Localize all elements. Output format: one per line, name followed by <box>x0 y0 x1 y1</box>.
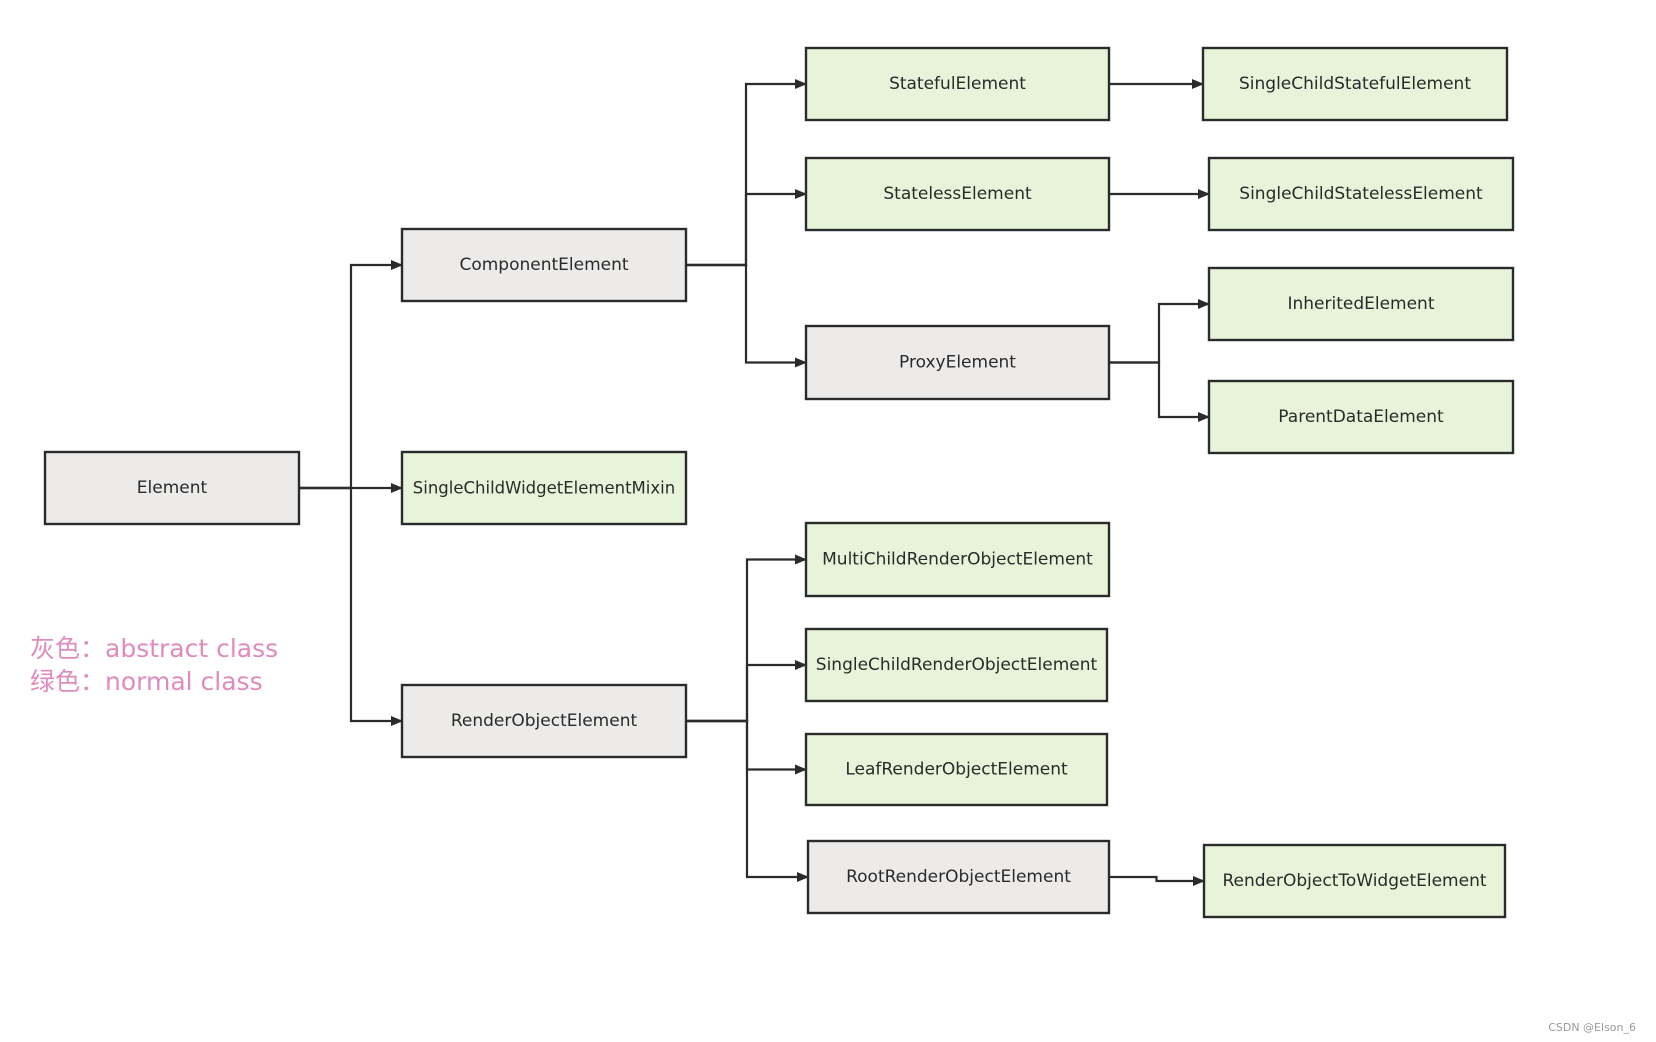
node-label-multichild: MultiChildRenderObjectElement <box>822 550 1093 570</box>
edge-renderobject-to-singlechildro <box>686 660 807 723</box>
node-box-singlechildro <box>804 627 1109 703</box>
node-label-component: ComponentElement <box>459 255 628 275</box>
node-singlechildro: SingleChildRenderObjectElement <box>804 627 1109 703</box>
edge-element-to-renderobject <box>299 486 403 726</box>
edge-proxy-to-parentdata <box>1109 361 1210 422</box>
node-label-inherited: InheritedElement <box>1287 294 1434 314</box>
watermark: CSDN @Elson_6 <box>1548 1021 1636 1034</box>
node-label-parentdata: ParentDataElement <box>1278 407 1444 427</box>
node-box-stateless <box>804 156 1111 232</box>
node-stateful: StatefulElement <box>804 46 1111 122</box>
node-label-singlechildro: SingleChildRenderObjectElement <box>816 655 1098 675</box>
node-box-component <box>400 227 688 303</box>
node-rotowidget: RenderObjectToWidgetElement <box>1202 843 1507 919</box>
node-box-rootro <box>806 839 1111 915</box>
node-label-singlechildstateless: SingleChildStatelessElement <box>1239 184 1483 204</box>
node-box-leafro <box>804 732 1109 807</box>
node-box-proxy <box>804 324 1111 401</box>
edges-layer <box>299 79 1210 886</box>
node-box-stateful <box>804 46 1111 122</box>
node-box-singlechildstateful <box>1201 46 1509 122</box>
node-singlechildstateless: SingleChildStatelessElement <box>1207 156 1515 232</box>
legend: 灰色：abstract class 绿色：normal class <box>30 632 278 698</box>
node-box-inherited <box>1207 266 1515 342</box>
edge-component-to-stateless <box>686 189 807 267</box>
node-label-element: Element <box>137 478 208 498</box>
node-parentdata: ParentDataElement <box>1207 379 1515 455</box>
node-label-singlechildstateful: SingleChildStatefulElement <box>1239 74 1471 94</box>
node-box-rotowidget <box>1202 843 1507 919</box>
node-leafro: LeafRenderObjectElement <box>804 732 1109 807</box>
edge-rootro-to-rotowidget <box>1109 875 1205 886</box>
node-singlechildstateful: SingleChildStatefulElement <box>1201 46 1509 122</box>
node-stateless: StatelessElement <box>804 156 1111 232</box>
edge-element-to-component <box>299 260 403 490</box>
node-box-parentdata <box>1207 379 1515 455</box>
edge-renderobject-to-rootro <box>686 719 809 882</box>
node-label-proxy: ProxyElement <box>899 353 1016 373</box>
legend-normal: 绿色：normal class <box>30 667 263 696</box>
node-label-rotowidget: RenderObjectToWidgetElement <box>1222 871 1486 891</box>
node-rootro: RootRenderObjectElement <box>806 839 1111 915</box>
node-box-element <box>43 450 301 526</box>
node-label-renderobject: RenderObjectElement <box>451 711 638 731</box>
node-singlechildmixin: SingleChildWidgetElementMixin <box>400 450 688 526</box>
node-label-stateful: StatefulElement <box>889 74 1026 94</box>
node-proxy: ProxyElement <box>804 324 1111 401</box>
node-label-singlechildmixin: SingleChildWidgetElementMixin <box>413 479 675 498</box>
node-box-singlechildstateless <box>1207 156 1515 232</box>
node-label-leafro: LeafRenderObjectElement <box>845 760 1068 780</box>
node-component: ComponentElement <box>400 227 688 303</box>
node-box-singlechildmixin <box>400 450 688 526</box>
nodes-layer: Element ComponentElementSingleChildWidget… <box>43 46 1515 919</box>
node-inherited: InheritedElement <box>1207 266 1515 342</box>
node-box-multichild <box>804 521 1111 598</box>
node-label-rootro: RootRenderObjectElement <box>846 867 1071 887</box>
node-multichild: MultiChildRenderObjectElement <box>804 521 1111 598</box>
edge-component-to-proxy <box>686 263 807 368</box>
node-box-renderobject <box>400 683 688 759</box>
node-element: Element <box>43 450 301 526</box>
legend-abstract: 灰色：abstract class <box>30 634 279 663</box>
edge-proxy-to-inherited <box>1109 299 1210 364</box>
node-renderobject: RenderObjectElement <box>400 683 688 759</box>
node-label-stateless: StatelessElement <box>883 184 1032 204</box>
